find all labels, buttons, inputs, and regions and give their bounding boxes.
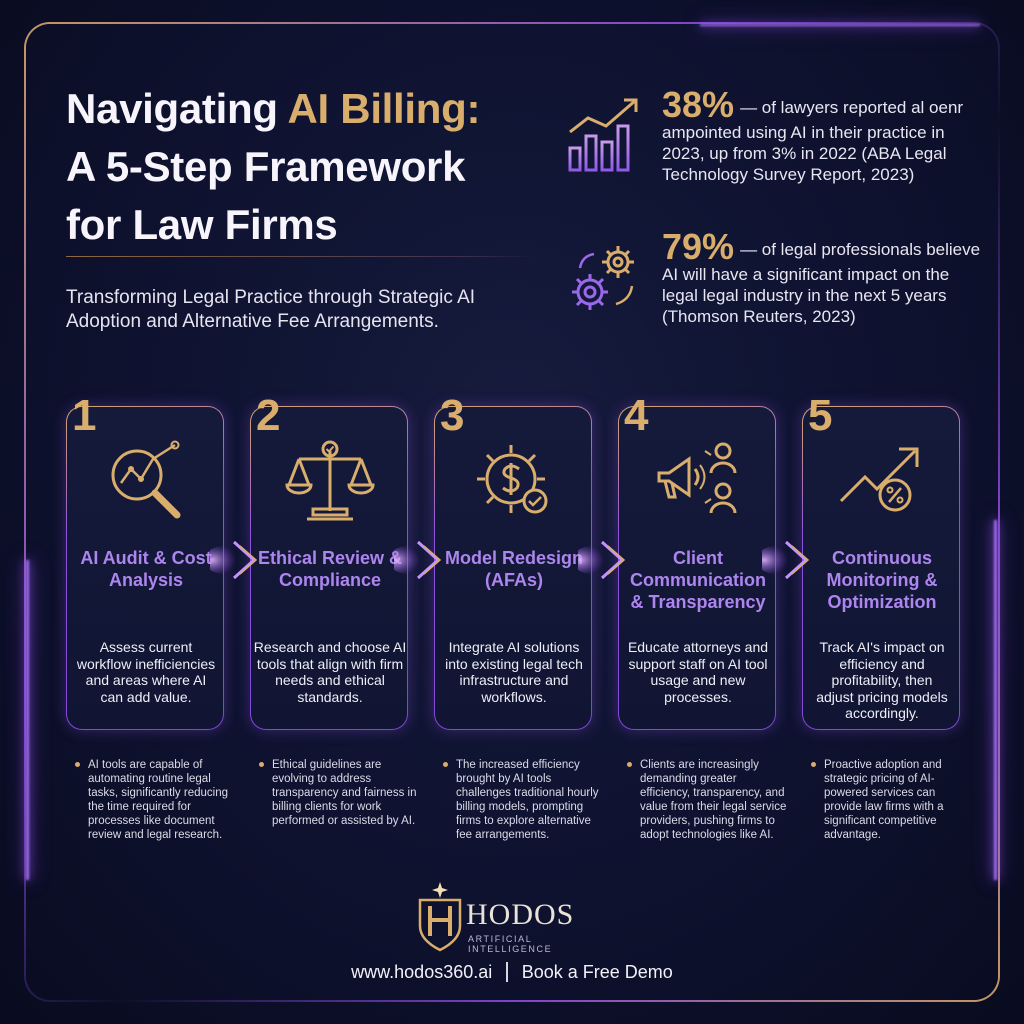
gears-icon bbox=[572, 246, 634, 310]
step-4-description: Educate attorneys and support staff on A… bbox=[627, 639, 769, 705]
step-1-bullet: AI tools are capable of automating routi… bbox=[72, 758, 236, 842]
footer: www.hodos360.ai Book a Free Demo bbox=[0, 962, 1024, 983]
scales-of-justice-icon bbox=[285, 440, 375, 521]
step-4-bullet: Clients are increasingly demanding great… bbox=[624, 758, 788, 842]
step-2-number: 2 bbox=[256, 391, 281, 440]
book-demo-link[interactable]: Book a Free Demo bbox=[521, 962, 673, 982]
title-line-1: Navigating bbox=[66, 85, 288, 132]
step-4-card: Client Communication & Transparency Educ… bbox=[618, 406, 776, 730]
step-2-bullet: Ethical guidelines are evolving to addre… bbox=[256, 758, 420, 828]
step-1-description: Assess current workflow inefficiencies a… bbox=[76, 639, 216, 705]
step-4-title: Client Communication & Transparency bbox=[629, 548, 766, 612]
step-3-card: Model Redesign (AFAs) Integrate AI solut… bbox=[434, 406, 592, 730]
title-divider bbox=[66, 256, 536, 257]
website-link[interactable]: www.hodos360.ai bbox=[351, 962, 493, 982]
megaphone-people-icon bbox=[657, 442, 737, 514]
step-3-description: Integrate AI solutions into existing leg… bbox=[445, 639, 583, 705]
title-line-2: A 5-Step Framework bbox=[66, 143, 466, 190]
step-3-number: 3 bbox=[440, 391, 465, 440]
arrow-step-1-to-2 bbox=[210, 540, 258, 580]
step-1-number: 1 bbox=[72, 391, 97, 440]
trend-arrow-percent-icon bbox=[839, 447, 919, 512]
title-line-3: for Law Firms bbox=[66, 201, 338, 248]
step-3-bullet: The increased efficiency brought by AI t… bbox=[440, 758, 604, 842]
stat-2-text: 79%— of legal professionals believe AI w… bbox=[662, 229, 982, 327]
step-3-title: Model Redesign (AFAs) bbox=[444, 548, 583, 590]
brand-tagline: ARTIFICIAL INTELLIGENCE bbox=[468, 934, 553, 954]
footer-separator bbox=[506, 962, 508, 982]
title-highlight: AI Billing: bbox=[287, 85, 481, 132]
brand-name: HODOS bbox=[466, 898, 575, 931]
step-1-card: AI Audit & Cost Analysis Assess current … bbox=[66, 406, 224, 730]
step-5-number: 5 bbox=[808, 391, 833, 440]
stat-1-description: — of lawyers reported al oenr ampointed … bbox=[662, 98, 964, 184]
arrow-step-4-to-5 bbox=[762, 540, 810, 580]
stat-1-percent: 38% bbox=[662, 84, 735, 125]
step-2-card: Ethical Review & Compliance Research and… bbox=[250, 406, 408, 730]
step-5-bullet: Proactive adoption and strategic pricing… bbox=[808, 758, 972, 842]
dollar-gear-icon bbox=[477, 445, 548, 514]
step-4-number: 4 bbox=[624, 391, 649, 440]
stat-2-percent: 79% bbox=[662, 226, 735, 267]
arrow-step-2-to-3 bbox=[394, 540, 442, 580]
shield-logo-icon bbox=[418, 882, 462, 952]
step-5-card: Continuous Monitoring & Optimization Tra… bbox=[802, 406, 960, 730]
hodos-logo: HODOS ARTIFICIAL INTELLIGENCE bbox=[416, 882, 616, 954]
step-2-description: Research and choose AI tools that align … bbox=[253, 639, 407, 705]
frame-glow-left bbox=[26, 560, 29, 880]
step-5-title: Continuous Monitoring & Optimization bbox=[826, 548, 938, 612]
frame-glow-top bbox=[700, 24, 980, 26]
frame-glow-right bbox=[994, 520, 997, 880]
magnifier-chart-icon bbox=[111, 440, 181, 519]
step-5-description: Track AI's impact on efficiency and prof… bbox=[816, 639, 948, 721]
page-title: Navigating AI Billing: A 5-Step Framewor… bbox=[66, 80, 546, 254]
stat-2-description: — of legal professionals believe AI will… bbox=[662, 240, 981, 326]
arrow-step-3-to-4 bbox=[578, 540, 626, 580]
stat-1-text: 38%— of lawyers reported al oenr ampoint… bbox=[662, 87, 982, 185]
step-1-title: AI Audit & Cost Analysis bbox=[80, 548, 212, 590]
step-2-title: Ethical Review & Compliance bbox=[257, 548, 403, 590]
bar-chart-growth-icon bbox=[566, 98, 638, 174]
subtitle: Transforming Legal Practice through Stra… bbox=[66, 287, 476, 332]
